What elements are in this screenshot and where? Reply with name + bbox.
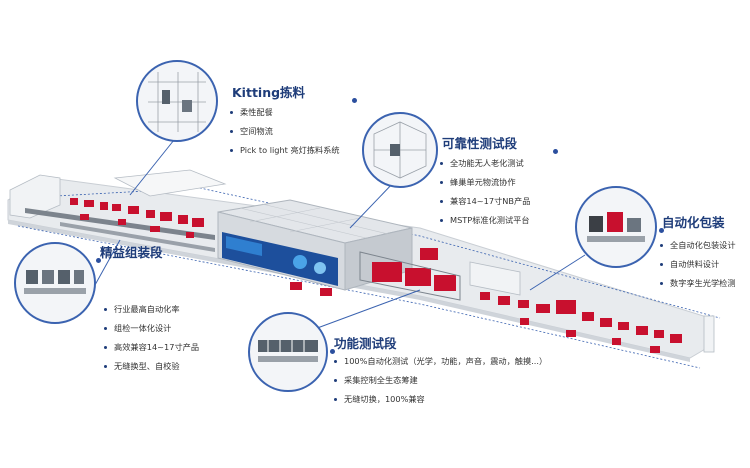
packaging-illustration-circle bbox=[575, 186, 657, 268]
assembly-illustration-circle bbox=[14, 242, 96, 324]
list-item: 自动供料设计 bbox=[660, 255, 736, 274]
list-item: 100%自动化测试（光学，功能，声音，震动，触摸...） bbox=[334, 352, 547, 371]
kitting-items: 柔性配餐 空间物流 Pick to light 亮灯拣料系统 bbox=[230, 103, 340, 160]
packaging-items: 全自动化包装设计 自动供料设计 数字孪生光学检测 bbox=[660, 236, 736, 293]
list-item: 全自动化包装设计 bbox=[660, 236, 736, 255]
functional-dot bbox=[330, 349, 335, 354]
list-item: 采集控制全生态筹建 bbox=[334, 371, 547, 390]
list-item: 全功能无人老化测试 bbox=[440, 154, 530, 173]
reliability-dot bbox=[553, 149, 558, 154]
packaging-dot bbox=[659, 228, 664, 233]
list-item: 行业最高自动化率 bbox=[104, 300, 199, 319]
kitting-illustration-circle bbox=[136, 60, 218, 142]
list-item: 兼容14~17寸NB产品 bbox=[440, 192, 530, 211]
list-item: 无缝切换，100%兼容 bbox=[334, 390, 547, 409]
assembly-items: 行业最高自动化率 组检一体化设计 高效兼容14~17寸产品 无缝换型、自校验 bbox=[104, 300, 199, 376]
list-item: 数字孪生光学检测 bbox=[660, 274, 736, 293]
list-item: 柔性配餐 bbox=[230, 103, 340, 122]
functional-illustration-circle bbox=[248, 312, 328, 392]
list-item: MSTP标准化测试平台 bbox=[440, 211, 530, 230]
reliability-illustration-circle bbox=[362, 112, 438, 188]
list-item: 无缝换型、自校验 bbox=[104, 357, 199, 376]
functional-title: 功能测试段 bbox=[334, 336, 397, 351]
kitting-title: Kitting拣料 bbox=[232, 85, 306, 100]
list-item: 蜂巢单元物流协作 bbox=[440, 173, 530, 192]
assembly-title: 精益组装段 bbox=[100, 245, 163, 260]
list-item: Pick to light 亮灯拣料系统 bbox=[230, 141, 340, 160]
packaging-title: 自动化包装 bbox=[662, 215, 725, 230]
assembly-dot bbox=[96, 258, 101, 263]
list-item: 空间物流 bbox=[230, 122, 340, 141]
reliability-title: 可靠性测试段 bbox=[442, 136, 518, 151]
functional-items: 100%自动化测试（光学，功能，声音，震动，触摸...） 采集控制全生态筹建 无… bbox=[334, 352, 547, 409]
kitting-dot bbox=[352, 98, 357, 103]
list-item: 组检一体化设计 bbox=[104, 319, 199, 338]
reliability-items: 全功能无人老化测试 蜂巢单元物流协作 兼容14~17寸NB产品 MSTP标准化测… bbox=[440, 154, 530, 230]
list-item: 高效兼容14~17寸产品 bbox=[104, 338, 199, 357]
